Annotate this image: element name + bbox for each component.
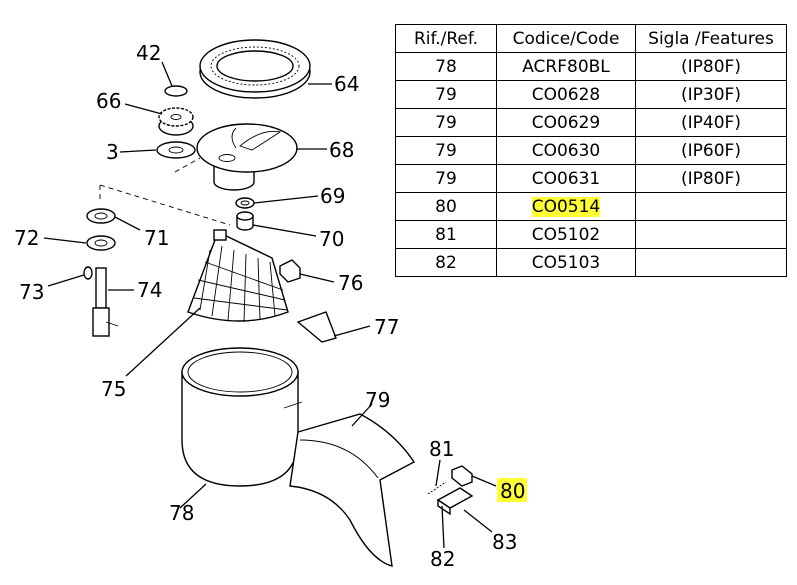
- callout-69: 69: [320, 184, 345, 208]
- header-code: Codice/Code: [496, 24, 636, 53]
- table-header-row: Rif./Ref. Codice/Code Sigla /Features: [395, 24, 787, 53]
- cell-code: CO0631: [496, 164, 636, 193]
- cell-code: CO5102: [496, 220, 636, 249]
- callout-78: 78: [169, 501, 194, 525]
- highlighted-code: CO0514: [531, 196, 601, 217]
- table-row: 78 ACRF80BL (IP80F): [395, 52, 787, 81]
- callout-77: 77: [374, 315, 399, 339]
- parts-table: Rif./Ref. Codice/Code Sigla /Features 78…: [395, 24, 787, 277]
- part-flap: [296, 311, 337, 343]
- callout-75: 75: [101, 377, 126, 401]
- callout-79: 79: [365, 388, 390, 412]
- callout-73: 73: [19, 280, 44, 304]
- cell-features: (IP40F): [635, 108, 787, 137]
- part-carbon-brush-83: [436, 487, 474, 516]
- cell-code: CO5103: [496, 248, 636, 277]
- cell-features: [635, 192, 787, 221]
- callout-3: 3: [106, 140, 119, 164]
- table-row: 79 CO0631 (IP80F): [395, 164, 787, 193]
- table-row-highlighted: 80 CO0514: [395, 192, 787, 221]
- callout-64: 64: [334, 72, 359, 96]
- cell-code: CO0630: [496, 136, 636, 165]
- callout-81: 81: [429, 437, 454, 461]
- cell-features: [635, 220, 787, 249]
- cell-features: (IP30F): [635, 80, 787, 109]
- callout-82: 82: [430, 547, 455, 571]
- table-row: 79 CO0628 (IP30F): [395, 80, 787, 109]
- callout-74: 74: [137, 278, 162, 302]
- cell-ref: 82: [395, 248, 497, 277]
- callout-70: 70: [319, 227, 344, 251]
- part-pin: [83, 266, 93, 280]
- part-nut-70: [236, 211, 254, 231]
- part-curved-screen: [289, 413, 416, 567]
- cell-code: ACRF80BL: [496, 52, 636, 81]
- callout-83: 83: [492, 530, 517, 554]
- callout-66: 66: [96, 89, 121, 113]
- cell-code: CO0628: [496, 80, 636, 109]
- cell-ref: 80: [395, 192, 497, 221]
- part-shaft: [92, 267, 119, 337]
- table-row: 79 CO0629 (IP40F): [395, 108, 787, 137]
- cell-ref: 81: [395, 220, 497, 249]
- part-ring-gear: [199, 39, 311, 99]
- table-row: 82 CO5103: [395, 248, 787, 277]
- part-carbon-brush-80: [451, 465, 473, 487]
- callout-80-highlight: [497, 478, 527, 502]
- part-nut-69: [235, 197, 255, 209]
- part-spring: [427, 481, 447, 495]
- assembly-dashed-line: [99, 157, 231, 226]
- cell-ref: 79: [395, 108, 497, 137]
- cell-features: (IP60F): [635, 136, 787, 165]
- part-bearing: [86, 208, 116, 224]
- callout-68: 68: [329, 138, 354, 162]
- part-pinion-gear: [158, 107, 194, 136]
- header-features: Sigla /Features: [635, 24, 787, 53]
- part-bracket: [279, 259, 301, 283]
- part-washer: [156, 141, 196, 159]
- table-row: 81 CO5102: [395, 220, 787, 249]
- table-row: 79 CO0630 (IP60F): [395, 136, 787, 165]
- part-washer-72: [86, 235, 116, 251]
- cell-ref: 79: [395, 164, 497, 193]
- callout-76: 76: [338, 271, 363, 295]
- leader-lines: [43, 61, 497, 549]
- cell-features: (IP80F): [635, 52, 787, 81]
- part-small-washer: [164, 85, 188, 97]
- cell-ref: 79: [395, 136, 497, 165]
- callout-72: 72: [14, 226, 39, 250]
- part-bowl: [181, 347, 303, 487]
- callout-80: 80: [500, 479, 525, 503]
- cell-features: (IP80F): [635, 164, 787, 193]
- cell-code-highlighted: CO0514: [496, 192, 636, 221]
- cell-ref: 78: [395, 52, 497, 81]
- cell-ref: 79: [395, 80, 497, 109]
- part-cone-basket: [187, 229, 289, 323]
- callout-71: 71: [144, 226, 169, 250]
- cell-features: [635, 248, 787, 277]
- header-ref: Rif./Ref.: [395, 24, 497, 53]
- cell-code: CO0629: [496, 108, 636, 137]
- callout-42: 42: [136, 41, 161, 65]
- part-carrier-plate: [196, 123, 298, 191]
